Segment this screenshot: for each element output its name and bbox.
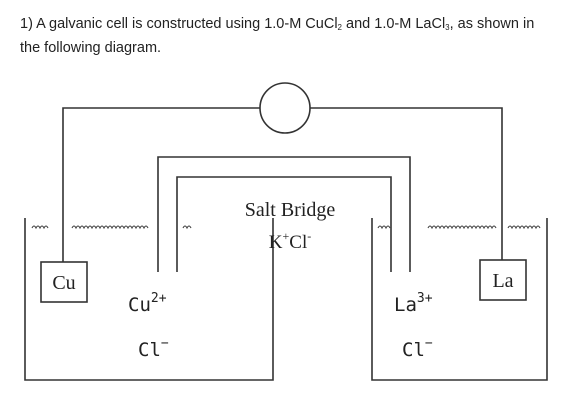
- wire-left: [62, 107, 260, 262]
- right-beaker: [371, 218, 548, 381]
- left-cl-symbol: Cl: [138, 339, 161, 361]
- left-solution-surface: [31, 225, 192, 230]
- voltmeter-icon: [259, 82, 311, 134]
- question-line1-part2: and 1.0-M LaCl: [342, 16, 446, 32]
- chloride-symbol: Cl: [289, 232, 307, 253]
- left-cl-ion-label: Cl−: [138, 336, 169, 361]
- la-electrode-label: La: [492, 270, 513, 292]
- question-text: 1) A galvanic cell is constructed using …: [20, 14, 555, 58]
- cu2-ion-label: Cu2+: [128, 291, 167, 316]
- salt-bridge-ions: K+Cl-: [269, 229, 311, 253]
- la-electrode: [479, 259, 527, 301]
- question-subscript-lacl3: 3: [445, 23, 450, 32]
- cu-ion-charge: 2+: [151, 291, 167, 306]
- chloride-charge: -: [307, 229, 311, 243]
- potassium-symbol: K: [269, 232, 283, 253]
- wire-right: [310, 107, 503, 262]
- question-subscript-cucl2: 2: [337, 23, 342, 32]
- cu-electrode-label: Cu: [52, 272, 75, 294]
- question-line1-part1: 1) A galvanic cell is constructed using …: [20, 16, 338, 32]
- question-line1-part3: , as shown in: [449, 16, 535, 32]
- right-cl-ion-label: Cl−: [402, 336, 433, 361]
- potassium-charge: +: [283, 229, 290, 243]
- cu-electrode: [40, 261, 88, 303]
- salt-bridge-label: Salt Bridge: [245, 199, 336, 221]
- la-ion-symbol: La: [394, 294, 417, 316]
- la3-ion-label: La3+: [394, 291, 433, 316]
- salt-bridge-tube: [157, 156, 411, 272]
- right-cl-symbol: Cl: [402, 339, 425, 361]
- right-solution-surface: [377, 225, 541, 230]
- left-beaker: [24, 218, 274, 381]
- left-cl-charge: −: [161, 336, 169, 351]
- la-ion-charge: 3+: [417, 291, 433, 306]
- question-line2: the following diagram.: [20, 40, 162, 56]
- right-cl-charge: −: [425, 336, 433, 351]
- cu-ion-symbol: Cu: [128, 294, 151, 316]
